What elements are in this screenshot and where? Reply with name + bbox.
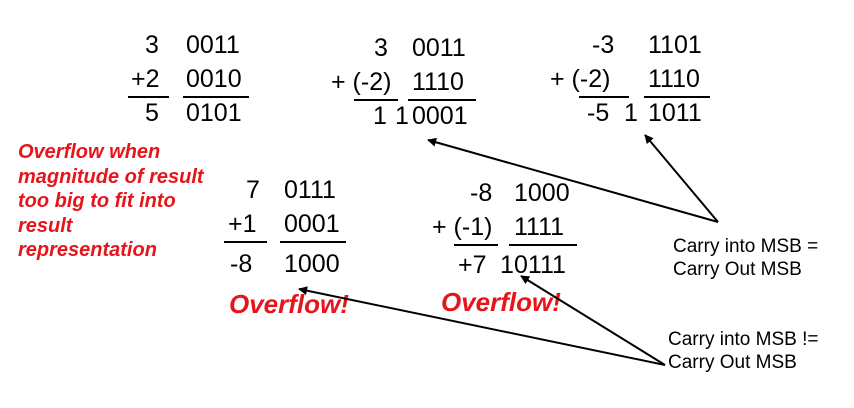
example3-operand2-bits: 1110 [648,65,700,93]
carry-not-equal-note-line: Carry Out MSB [668,352,797,373]
example4-sum-line-binary [280,241,346,243]
example5-operand2-bits: 1111 [514,213,565,241]
example3-operand2: + (-2) [550,65,611,93]
carry-not-equal-note: Carry into MSB != Carry Out MSB [668,328,818,374]
example2-sum-line-binary [408,99,476,101]
example5-result-bits: 0111 [514,251,566,279]
example2-result: 1 [373,102,387,130]
example1-operand2-bits: 0010 [186,65,242,93]
example3-sum-line-binary [644,96,710,98]
example1-result: 5 [145,99,159,127]
example3-carry: 1 [624,99,638,127]
example4-result: -8 [230,250,253,278]
overflow-explanation-line: result [18,214,73,237]
example2-operand2: + (-2) [331,68,392,96]
example2-result-bits: 0001 [412,102,468,130]
arrow-to-example2-carry [427,137,719,223]
example5-operand2: + (-1) [432,213,493,241]
overflow-explanation: Overflow when magnitude of result too bi… [18,140,204,263]
carry-equal-note-line: Carry into MSB = [673,236,819,257]
example1-sum-line-binary [183,96,249,98]
example1-result-bits: 0101 [186,99,242,127]
overflow-explanation-line: Overflow when [18,141,161,163]
example3-operand1: -3 [592,31,615,59]
example4-operand2: +1 [228,210,257,238]
overflow-explanation-line: magnitude of result [18,165,204,188]
example5-carry: 1 [500,251,514,279]
example3-operand1-bits: 1101 [648,31,702,59]
example2-sum-line-decimal [354,99,398,101]
example1-operand1-bits: 0011 [186,31,240,59]
arrow-to-example5-carry [520,275,666,366]
example3-result: -5 [587,99,610,127]
arrow-to-example4 [298,286,666,366]
carry-not-equal-note-line: Carry into MSB != [668,329,819,350]
example1-operand2: +2 [131,65,160,93]
example1-operand1: 3 [145,31,159,59]
example4-result-bits: 1000 [284,250,340,278]
example5-sum-line-decimal [454,244,498,246]
example5-result: +7 [458,251,487,279]
example4-operand2-bits: 0001 [284,210,340,238]
example3-sum-line-decimal [579,96,629,98]
example4-operand1-bits: 0111 [284,176,336,204]
example4-sum-line-decimal [224,241,267,243]
carry-equal-note: Carry into MSB = Carry Out MSB [673,235,818,281]
example3-result-bits: 1011 [648,99,702,127]
example1-sum-line-decimal [128,96,169,98]
example4-operand1: 7 [246,176,260,204]
carry-equal-note-line: Carry Out MSB [673,259,802,280]
arrow-to-example3-carry [644,134,719,223]
example2-carry: 1 [395,102,409,130]
example2-operand2-bits: 1110 [412,68,464,96]
overflow-explanation-line: representation [18,239,157,261]
overflow-label-example5: Overflow! [441,287,561,317]
example5-operand1-bits: 1000 [514,179,570,207]
example5-sum-line-binary [509,244,577,246]
example5-operand1: -8 [470,179,493,207]
example2-operand1-bits: 0011 [412,34,466,62]
overflow-explanation-line: too big to fit into [18,190,176,212]
example2-operand1: 3 [374,34,388,62]
